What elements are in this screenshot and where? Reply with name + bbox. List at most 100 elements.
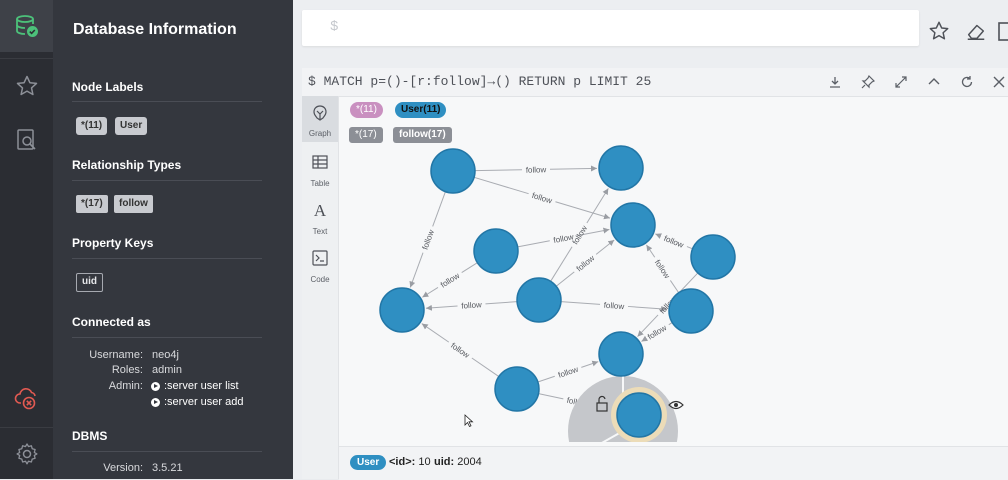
- relationship-edge[interactable]: [485, 301, 518, 305]
- relationship-edge[interactable]: [461, 262, 478, 273]
- relationship-edge[interactable]: [538, 393, 564, 400]
- pin-icon[interactable]: [861, 75, 875, 89]
- database-info-button[interactable]: [0, 0, 53, 52]
- hide-eye-icon[interactable]: [668, 400, 684, 410]
- relationship-edge[interactable]: [655, 233, 662, 239]
- node-label-chip-all[interactable]: *(11): [76, 117, 108, 135]
- relationship-edge[interactable]: [537, 375, 555, 383]
- graph-node[interactable]: [379, 287, 425, 333]
- relationship-edge[interactable]: [646, 244, 656, 258]
- username-value: neo4j: [152, 349, 179, 361]
- gear-icon: [15, 443, 38, 465]
- relationship-edge[interactable]: [637, 314, 659, 337]
- query-editor[interactable]: $: [302, 10, 919, 46]
- relationship-edge[interactable]: [517, 240, 550, 248]
- status-id: <id>: 10: [389, 456, 431, 468]
- rel-chip-follow[interactable]: follow(17): [393, 127, 452, 143]
- tab-code[interactable]: Code: [302, 242, 338, 288]
- relationship-label: follow: [575, 253, 597, 273]
- relationship-edge[interactable]: [555, 271, 575, 287]
- relationship-edge[interactable]: [425, 304, 458, 311]
- close-icon[interactable]: [992, 75, 1006, 89]
- settings-button[interactable]: [0, 428, 53, 480]
- result-frame: $ MATCH p=()-[r:follow]→() RETURN p LIMI…: [302, 68, 1008, 480]
- relationship-edge[interactable]: [669, 280, 680, 294]
- collapse-icon[interactable]: [927, 75, 941, 89]
- relationship-edge[interactable]: [421, 323, 450, 343]
- username-label: Username:: [89, 349, 143, 361]
- rel-type-chip-follow[interactable]: follow: [114, 195, 153, 213]
- graph-node[interactable]: [598, 331, 644, 377]
- label-chip-all[interactable]: *(11): [350, 102, 383, 118]
- server-user-list-link[interactable]: :server user list: [151, 380, 239, 392]
- panel-title: Database Information: [73, 21, 237, 38]
- relationship-types-heading: Relationship Types: [72, 158, 182, 172]
- relationship-edge[interactable]: [581, 360, 599, 368]
- relationship-edge[interactable]: [474, 169, 523, 172]
- relationship-edge[interactable]: [595, 239, 615, 255]
- relationship-edge[interactable]: [432, 191, 446, 227]
- relationship-edge[interactable]: [473, 176, 529, 195]
- unlock-icon[interactable]: [596, 402, 608, 412]
- relationship-edge[interactable]: [550, 246, 573, 282]
- rerun-icon[interactable]: [960, 75, 974, 89]
- graph-node[interactable]: [516, 277, 562, 323]
- relationship-edge[interactable]: [641, 335, 649, 342]
- graph-node[interactable]: [598, 145, 644, 191]
- graph-node[interactable]: [616, 392, 662, 438]
- relationship-edge[interactable]: [560, 301, 601, 305]
- property-key-chip-uid[interactable]: uid: [76, 273, 103, 292]
- relationship-label: follow: [653, 258, 672, 280]
- favorite-star-icon[interactable]: [928, 20, 950, 42]
- relationship-edge[interactable]: [627, 305, 668, 312]
- play-icon: [151, 397, 160, 407]
- status-uid: uid: 2004: [434, 456, 482, 468]
- graph-node[interactable]: [430, 148, 476, 194]
- relationship-edge[interactable]: [422, 286, 439, 298]
- relationship-edge[interactable]: [549, 165, 598, 172]
- favorites-button[interactable]: [0, 60, 53, 112]
- graph-node[interactable]: [690, 234, 736, 280]
- relationship-edge[interactable]: [471, 357, 500, 377]
- relationship-label: follow: [421, 228, 437, 251]
- roles-label: Roles:: [111, 364, 143, 376]
- connection-status-button[interactable]: [0, 372, 53, 424]
- tab-graph[interactable]: Graph: [302, 96, 338, 142]
- label-chip-user[interactable]: User(11): [395, 102, 447, 118]
- svg-text:A: A: [314, 201, 327, 219]
- node-label-chip-user[interactable]: User: [115, 117, 148, 135]
- relationship-edge[interactable]: [577, 227, 610, 237]
- tab-text[interactable]: A Text: [312, 201, 328, 236]
- dbms-heading: DBMS: [72, 429, 108, 443]
- relationship-edge[interactable]: [409, 252, 424, 288]
- relationship-label: follow: [449, 341, 471, 360]
- node-labels-heading: Node Labels: [72, 80, 144, 94]
- main-area: $ $ MATCH p=()-[r:follow]→() RETURN p LI…: [293, 0, 1008, 480]
- relationship-label: follow: [571, 224, 590, 246]
- relationship-label: follow: [553, 232, 575, 245]
- version-label: Version:: [103, 462, 143, 474]
- tab-table[interactable]: Table: [302, 146, 338, 192]
- connected-as-heading: Connected as: [72, 315, 151, 329]
- status-label-chip[interactable]: User: [350, 455, 387, 470]
- relationship-edge[interactable]: [586, 188, 609, 224]
- server-user-add-link[interactable]: :server user add: [151, 396, 243, 408]
- relationship-label: follow: [646, 323, 668, 341]
- download-icon[interactable]: [828, 75, 842, 89]
- expand-icon[interactable]: [894, 75, 908, 89]
- rel-chip-all[interactable]: *(17): [349, 127, 383, 143]
- graph-node[interactable]: [494, 366, 540, 412]
- documents-button[interactable]: [0, 114, 53, 166]
- graph-node[interactable]: [473, 228, 519, 274]
- rel-type-chip-all[interactable]: *(17): [76, 195, 108, 213]
- run-icon[interactable]: [998, 22, 1008, 42]
- relationship-label: follow: [603, 301, 624, 311]
- graph-node[interactable]: [668, 288, 714, 334]
- graph-node[interactable]: [610, 202, 656, 248]
- relationship-edge[interactable]: [686, 246, 693, 250]
- frame-query[interactable]: $ MATCH p=()-[r:follow]→() RETURN p LIMI…: [308, 74, 652, 89]
- eraser-icon[interactable]: [965, 20, 987, 42]
- play-icon: [151, 381, 160, 391]
- relationship-edge[interactable]: [555, 201, 611, 220]
